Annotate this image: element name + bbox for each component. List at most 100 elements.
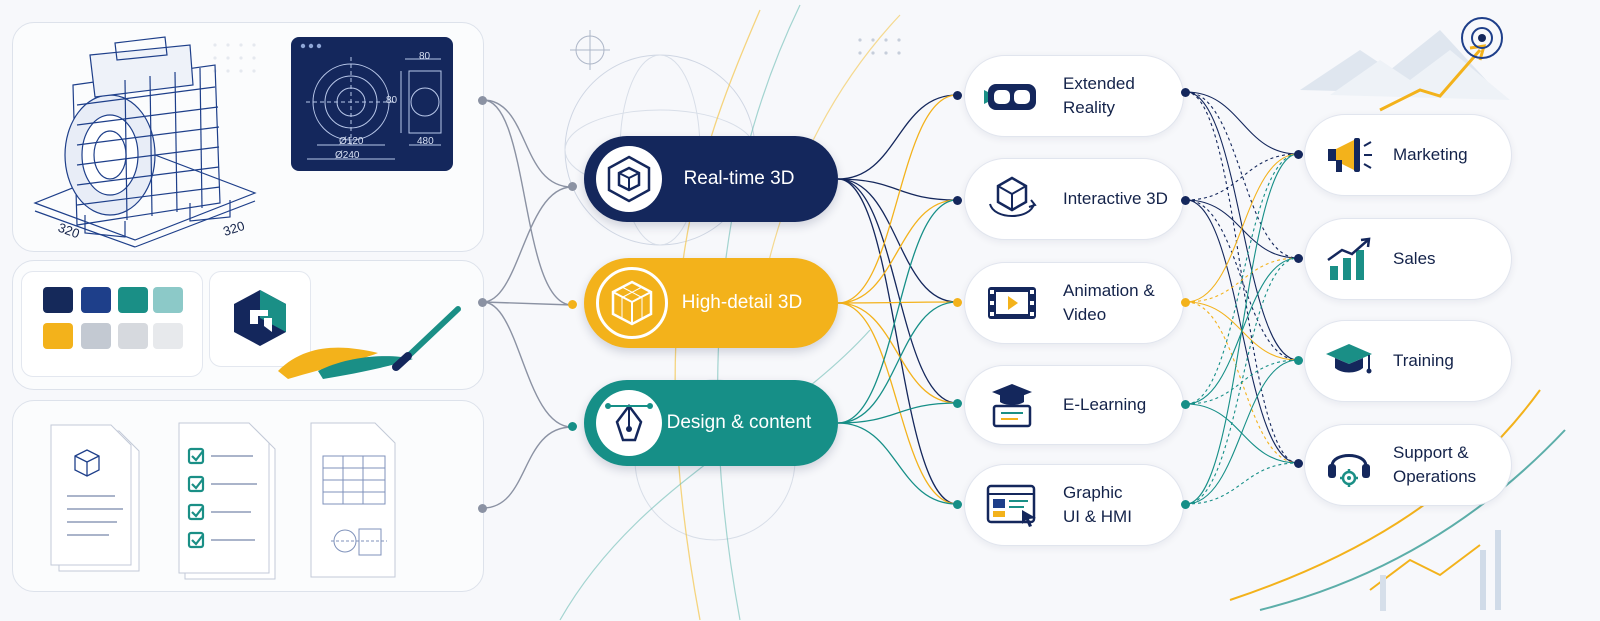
output-animation-video[interactable]: Animation & Video bbox=[964, 262, 1184, 344]
output-anim-out-dot bbox=[1181, 298, 1190, 307]
hub-design-in-dot bbox=[568, 422, 577, 431]
wire-hub2-to-output4 bbox=[837, 422, 958, 505]
documents-source-panel bbox=[12, 400, 484, 592]
wire-output0-to-target1 bbox=[1185, 91, 1299, 259]
wire-hub0-to-output0 bbox=[837, 94, 958, 180]
palette-swatch-4 bbox=[153, 287, 183, 313]
wireframe-motor-model bbox=[33, 36, 257, 248]
hub-realtime-label: Real-time 3D bbox=[683, 168, 795, 189]
palette-swatch-8 bbox=[153, 323, 183, 349]
output-xr-in-dot bbox=[953, 91, 962, 100]
hub-design-content[interactable]: Design & content bbox=[584, 380, 838, 466]
palette-swatch-3 bbox=[118, 287, 148, 313]
target-marketing-in-dot bbox=[1294, 150, 1303, 159]
hub-realtime-3d[interactable]: Real-time 3D bbox=[584, 136, 838, 222]
mesh-cube-icon bbox=[611, 280, 653, 326]
target-sales-label: Sales bbox=[1393, 249, 1436, 268]
ui-window-icon bbox=[977, 482, 1047, 528]
output-extended-reality[interactable]: Extended Reality bbox=[964, 55, 1184, 137]
palette-swatch-2 bbox=[81, 287, 111, 313]
hub-high-detail-3d[interactable]: High-detail 3D bbox=[584, 258, 838, 348]
output-elearn-in-dot bbox=[953, 399, 962, 408]
source-docs-connector-dot bbox=[478, 504, 487, 513]
wire-brand-to-highdetail bbox=[482, 301, 573, 306]
blueprint-dim-inner: Ø120 bbox=[339, 136, 364, 147]
output-xr-out-dot bbox=[1181, 88, 1190, 97]
pen-nib-icon bbox=[605, 403, 653, 442]
palette-swatch-6 bbox=[81, 323, 111, 349]
target-sales[interactable]: Sales bbox=[1304, 218, 1512, 300]
wire-hub1-to-output1 bbox=[837, 199, 958, 304]
source-brand-connector-dot bbox=[478, 298, 487, 307]
bar-growth-icon bbox=[1319, 236, 1379, 282]
blueprint-dim-top: 80 bbox=[419, 51, 431, 62]
output-elearn-label: E-Learning bbox=[1063, 395, 1147, 414]
cube-icon bbox=[607, 155, 651, 203]
target-support-operations[interactable]: Support & Operations bbox=[1304, 424, 1512, 506]
output-ui-in-dot bbox=[953, 500, 962, 509]
wire-hub0-to-output1 bbox=[837, 178, 958, 201]
output-graphic-ui-hmi[interactable]: Graphic UI & HMI bbox=[964, 464, 1184, 546]
hub-highdetail-icon-ring bbox=[596, 267, 668, 339]
wire-output0-to-target0 bbox=[1185, 91, 1299, 155]
target-training[interactable]: Training bbox=[1304, 320, 1512, 402]
output-xr-label: Extended Reality bbox=[1063, 74, 1135, 117]
video-film-icon bbox=[977, 283, 1047, 323]
output-i3d-in-dot bbox=[953, 196, 962, 205]
mortarboard-icon bbox=[1319, 340, 1379, 382]
blueprint-dim-length: 480 bbox=[417, 136, 434, 147]
target-support-in-dot bbox=[1294, 459, 1303, 468]
brand-logo-icon bbox=[234, 290, 286, 346]
document-stack-illustration bbox=[50, 422, 396, 580]
wire-hub0-to-output4 bbox=[837, 178, 958, 505]
vr-headset-icon bbox=[977, 76, 1047, 116]
wire-output4-to-target3 bbox=[1185, 462, 1299, 505]
wire-output0-to-target2 bbox=[1185, 91, 1299, 361]
wire-output3-to-target3 bbox=[1185, 403, 1299, 464]
blueprint-dim-outer: Ø240 bbox=[335, 150, 360, 161]
wire-output4-to-target0 bbox=[1185, 153, 1299, 505]
output-elearn-out-dot bbox=[1181, 400, 1190, 409]
blueprint-dim-side: 80 bbox=[386, 95, 398, 106]
output-interactive-3d[interactable]: Interactive 3D bbox=[964, 158, 1184, 240]
hub-highdetail-in-dot bbox=[568, 300, 577, 309]
output-ui-label: Graphic UI & HMI bbox=[1063, 483, 1132, 526]
wire-hub2-to-output3 bbox=[837, 402, 958, 424]
headset-gear-icon bbox=[1319, 440, 1379, 490]
palette-swatch-5 bbox=[43, 323, 73, 349]
wire-hub0-to-output2 bbox=[837, 178, 958, 303]
palette-swatch-7 bbox=[118, 323, 148, 349]
megaphone-icon bbox=[1319, 134, 1379, 176]
output-anim-in-dot bbox=[953, 298, 962, 307]
target-sales-in-dot bbox=[1294, 254, 1303, 263]
blueprint-lines bbox=[300, 43, 442, 160]
wire-output2-to-target1 bbox=[1185, 257, 1299, 303]
blueprint-drawing: 80 80 Ø120 Ø240 480 bbox=[291, 37, 453, 171]
wire-hub1-to-output3 bbox=[837, 302, 958, 404]
target-training-in-dot bbox=[1294, 356, 1303, 365]
output-anim-label: Animation & Video bbox=[1063, 281, 1155, 324]
wire-cad-to-highdetail bbox=[482, 99, 573, 306]
wire-brand-to-realtime bbox=[482, 186, 573, 303]
cad-source-panel: 320 320 80 80 Ø120 bbox=[12, 22, 484, 252]
source-cad-connector-dot bbox=[478, 96, 487, 105]
wire-hub1-to-output2 bbox=[837, 301, 958, 304]
target-marketing[interactable]: Marketing bbox=[1304, 114, 1512, 196]
wire-hub2-to-output1 bbox=[837, 199, 958, 424]
output-e-learning[interactable]: E-Learning bbox=[964, 365, 1184, 445]
palette-swatch-1 bbox=[43, 287, 73, 313]
brand-source-panel bbox=[12, 260, 484, 390]
target-support-label: Support & Operations bbox=[1393, 443, 1477, 486]
hub-design-icon-ring bbox=[596, 390, 662, 456]
graduation-laptop-icon bbox=[977, 382, 1047, 428]
output-ui-out-dot bbox=[1181, 500, 1190, 509]
wire-hub1-to-output0 bbox=[837, 94, 958, 304]
wire-docs-to-design bbox=[482, 426, 573, 509]
hub-realtime-icon-ring bbox=[596, 146, 662, 212]
wire-output4-to-target1 bbox=[1185, 257, 1299, 505]
wire-brand-to-design bbox=[482, 301, 573, 428]
hub-design-label: Design & content bbox=[666, 412, 812, 433]
wire-hub2-to-output2 bbox=[837, 301, 958, 424]
wire-hub1-to-output4 bbox=[837, 302, 958, 505]
